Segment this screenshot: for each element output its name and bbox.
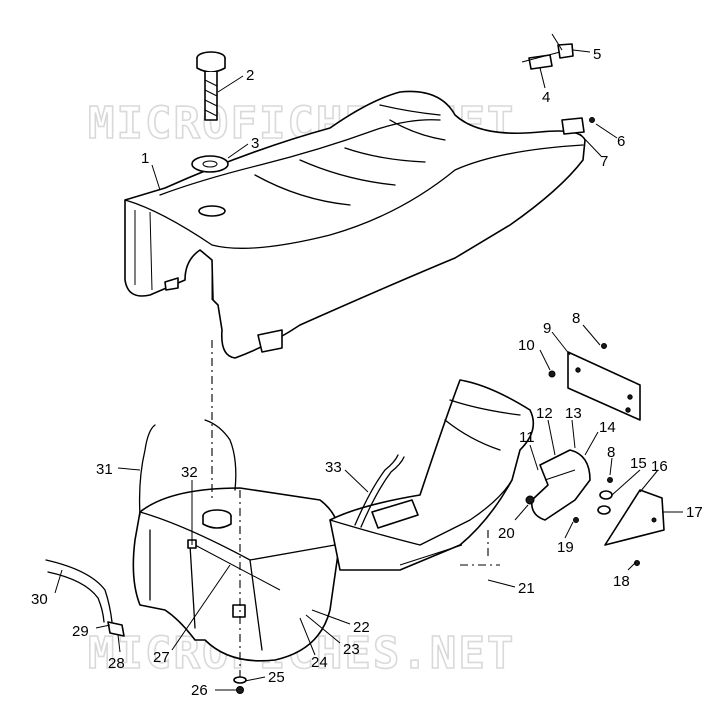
- callout-7: 7: [600, 153, 608, 170]
- fuel-hose: [45, 559, 113, 623]
- callout-13: 13: [565, 405, 582, 422]
- fuel-cap: [196, 51, 226, 121]
- callout-31: 31: [96, 461, 113, 478]
- seat-base: [329, 379, 535, 571]
- callout-12: 12: [536, 405, 553, 422]
- alignment-line: [211, 340, 241, 680]
- vent-line-right: [204, 419, 237, 491]
- seat-assembly: [124, 90, 586, 359]
- callout-25: 25: [268, 669, 285, 686]
- callout-22: 22: [353, 619, 370, 636]
- callout-30: 30: [31, 591, 48, 608]
- callout-18: 18: [613, 573, 630, 590]
- callout-6: 6: [617, 133, 625, 150]
- callout-3: 3: [251, 135, 259, 152]
- callout-27: 27: [153, 649, 170, 666]
- fuel-line: [354, 454, 399, 526]
- callout-21: 21: [518, 580, 535, 597]
- callout-29: 29: [72, 623, 89, 640]
- seat-latch-parts: [521, 33, 595, 135]
- hose-clamp: [107, 621, 125, 637]
- callout-33: 33: [325, 459, 342, 476]
- callout-14: 14: [599, 419, 616, 436]
- callout-10: 10: [518, 337, 535, 354]
- washer-bottom: [233, 676, 247, 684]
- callout-32: 32: [181, 464, 198, 481]
- alignment-line-2: [460, 530, 500, 566]
- fuel-hose-edge: [47, 571, 105, 623]
- callout-1: 1: [141, 150, 149, 167]
- fuel-tank: [132, 487, 341, 662]
- nut-bottom: [236, 686, 244, 694]
- callout-2: 2: [246, 67, 254, 84]
- callout-15: 15: [630, 455, 647, 472]
- callout-19: 19: [557, 539, 574, 556]
- callout-9: 9: [543, 320, 551, 337]
- callout-23: 23: [343, 641, 360, 658]
- callout-17: 17: [686, 504, 703, 521]
- washer-hole: [202, 160, 218, 168]
- callout-8: 8: [572, 310, 580, 327]
- plate-bracket: [525, 343, 665, 566]
- callout-labels: 1 2 3 4 5 6 7 8 9 10 11 12 13 14 8 15 16…: [31, 46, 703, 699]
- leader-lines: [54, 49, 683, 691]
- fuel-line-edge: [360, 456, 405, 528]
- callout-5: 5: [593, 46, 601, 63]
- callout-28: 28: [108, 655, 125, 672]
- callout-20: 20: [498, 525, 515, 542]
- callout-4: 4: [542, 89, 550, 106]
- callout-11: 11: [519, 429, 535, 446]
- washer: [191, 155, 229, 173]
- callout-26: 26: [191, 682, 208, 699]
- callout-16: 16: [651, 458, 668, 475]
- callout-8b: 8: [607, 444, 615, 461]
- callout-24: 24: [311, 654, 328, 671]
- vent-line-left: [138, 424, 156, 516]
